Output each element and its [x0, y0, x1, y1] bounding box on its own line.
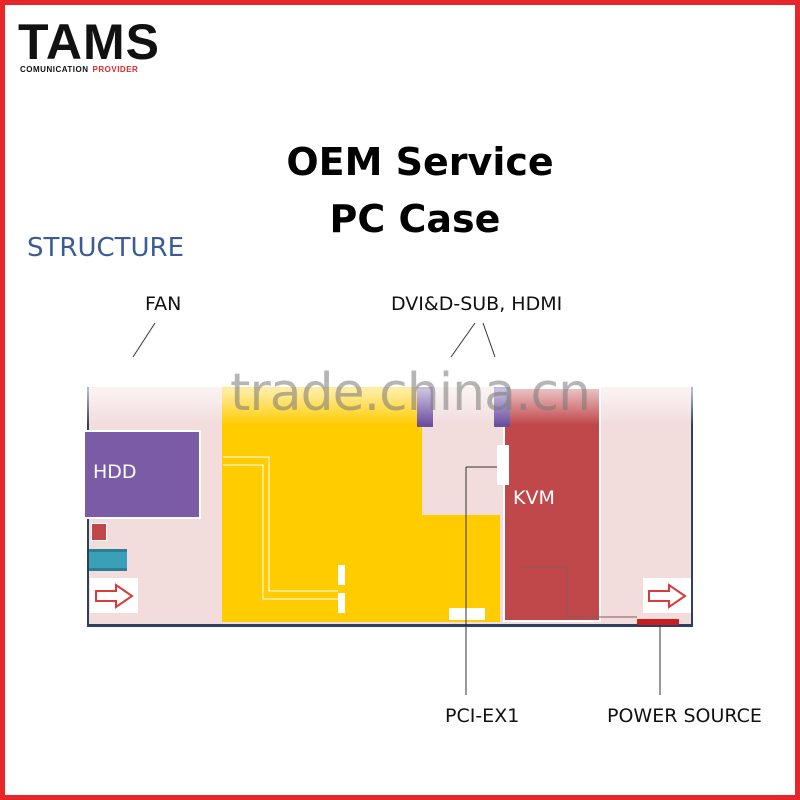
arrow-right-icon: [95, 582, 134, 609]
motherboard: [222, 387, 422, 622]
front-usb-port: [89, 549, 127, 571]
watermark-text: trade.china.cn: [230, 363, 591, 423]
watermark: trade.china.cn: [5, 355, 795, 425]
airflow-exhaust-arrow: [643, 578, 691, 613]
motherboard-extension: [420, 515, 500, 622]
brand-logo: TAMS: [18, 14, 160, 70]
led-indicator: [91, 523, 107, 541]
arrow-right-icon: [648, 582, 687, 609]
kvm-slot: [497, 445, 509, 485]
pci-ex1-label: PCI-EX1: [445, 705, 520, 727]
board-slot-1: [338, 565, 345, 585]
tagline-word-1: COMUNICATION: [20, 65, 89, 74]
power-source-label: POWER SOURCE: [607, 705, 762, 727]
title-line-1: OEM Service: [286, 140, 554, 184]
hdd-label: HDD: [93, 461, 137, 483]
board-slot-2: [338, 593, 345, 613]
title-line-2: PC Case: [329, 197, 501, 241]
pci-ex1-slot: [449, 608, 485, 620]
leader-lines: [132, 322, 661, 695]
fan-label: FAN: [145, 293, 182, 315]
tagline-word-2: PROVIDER: [92, 65, 139, 74]
section-heading: STRUCTURE: [27, 233, 185, 263]
kvm-label: KVM: [513, 487, 555, 509]
hdd-block: [83, 430, 201, 519]
airflow-intake-arrow: [90, 578, 138, 613]
video-ports-label: DVI&D-SUB, HDMI: [391, 293, 563, 315]
power-socket-bar: [637, 619, 679, 625]
